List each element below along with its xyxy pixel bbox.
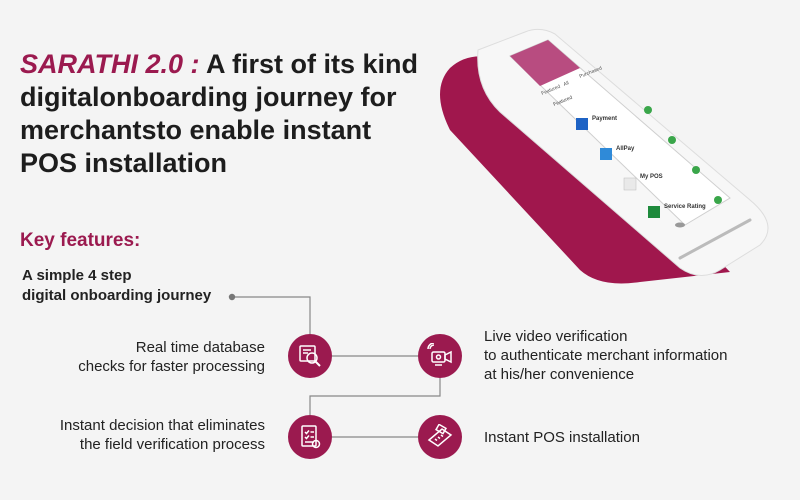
card-slot <box>678 218 752 260</box>
pos-machine-icon <box>418 415 462 459</box>
app-mypos-install-icon <box>692 166 700 174</box>
app-allpay-icon <box>600 148 612 160</box>
pos-device-illustration: Featured All Purchased Featured Payment … <box>440 28 769 284</box>
video-verification-icon <box>418 334 462 378</box>
feature-pos-line-1: Instant POS installation <box>484 429 640 446</box>
step-description: A simple 4 step digital onboarding journ… <box>22 266 262 306</box>
screen-tab-all: All <box>563 80 570 88</box>
feature-database-line-1: Real time database <box>135 339 265 356</box>
feature-decision-line-1: Instant decision that eliminates <box>59 417 265 434</box>
headline: SARATHI 2.0 : A first of its kind digita… <box>20 48 420 180</box>
feature-database-checks: Real time database checks for faster pro… <box>40 338 265 376</box>
app-service-rating-icon <box>648 206 660 218</box>
app-service-rating-install-icon <box>714 196 722 204</box>
feature-decision-line-2: the field verification process <box>79 436 265 453</box>
headline-text: A first of its kind digitalonboarding jo… <box>20 49 419 178</box>
feature-video-line-3: at his/her convenience <box>484 366 635 383</box>
app-allpay-install-icon <box>668 136 676 144</box>
feature-video-line-1: Live video verification <box>484 328 628 345</box>
feature-database-line-2: checks for faster processing <box>78 358 265 375</box>
database-search-icon <box>288 334 332 378</box>
device-button <box>675 222 685 228</box>
step-line-2: digital onboarding journey <box>22 287 212 304</box>
app-allpay-name: AllPay <box>616 146 635 152</box>
app-payment-icon <box>576 118 588 130</box>
app-mypos-icon <box>623 177 637 191</box>
feature-pos-installation: Instant POS installation <box>484 428 744 447</box>
feature-instant-decision: Instant decision that eliminates the fie… <box>20 416 265 454</box>
feature-video-verification: Live video verification to authenticate … <box>484 327 789 384</box>
feature-video-line-2: to authenticate merchant information <box>484 347 728 364</box>
journey-start-dot <box>228 293 236 301</box>
app-payment-install-icon <box>644 106 652 114</box>
app-mypos-name: My POS <box>640 174 663 180</box>
brand-name: SARATHI 2.0 : <box>20 49 200 79</box>
key-features-title: Key features: <box>20 230 141 251</box>
app-payment-name: Payment <box>592 116 617 122</box>
step-line-1: A simple 4 step <box>22 267 132 284</box>
app-service-rating-name: Service Rating <box>664 204 706 210</box>
checklist-document-icon <box>288 415 332 459</box>
